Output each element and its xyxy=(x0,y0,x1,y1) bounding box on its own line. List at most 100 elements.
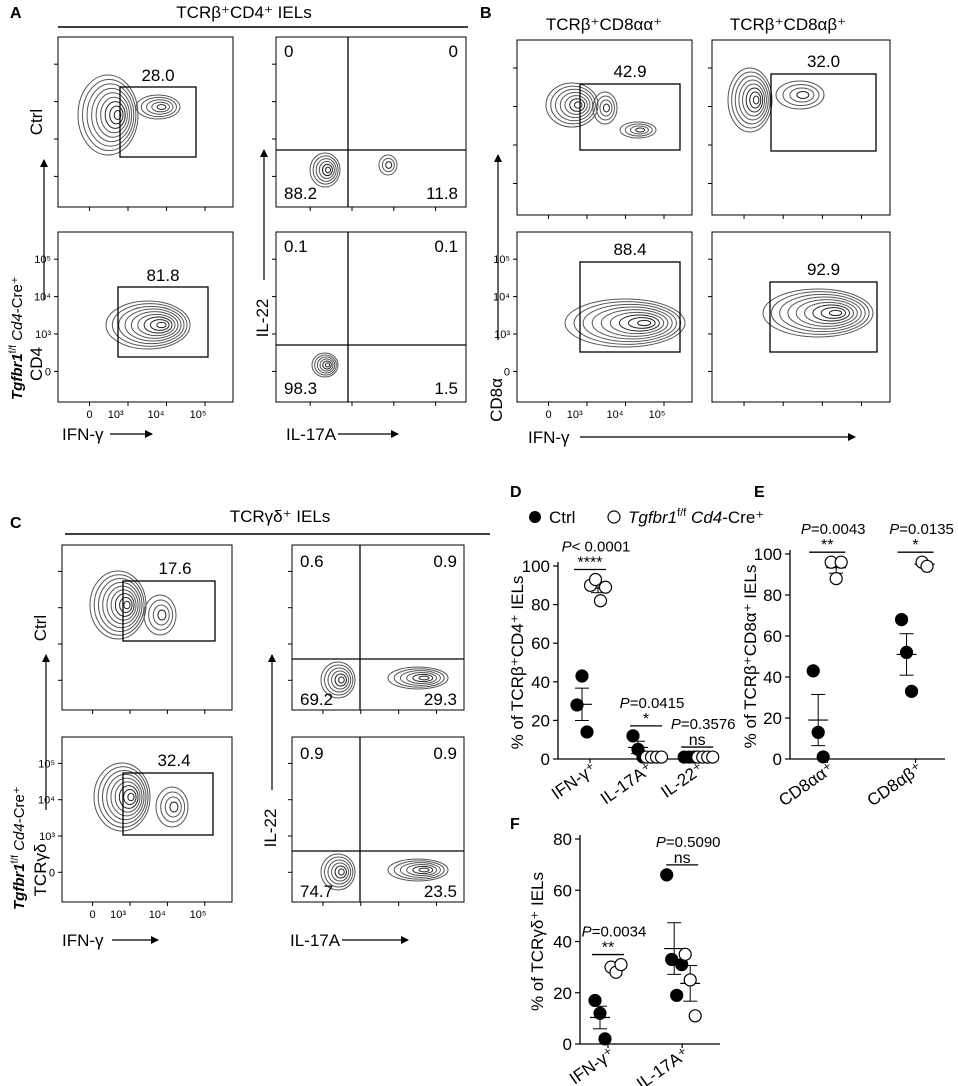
plot-frame xyxy=(711,231,891,403)
panel-d-point-ctrl xyxy=(626,729,640,743)
panel-e-ylabel: % of TCRβ⁺CD8α⁺ IELs xyxy=(741,565,760,749)
contour-line xyxy=(324,664,354,696)
panel-c-x-tick-0: 0 xyxy=(90,909,96,921)
contour-line xyxy=(118,305,185,345)
contour-line xyxy=(327,667,352,693)
panel-c-y-tick-1: 10³ xyxy=(39,831,55,843)
contour-line xyxy=(334,865,347,879)
panel-d-y-tick-label-40: 40 xyxy=(531,673,550,692)
contour-line xyxy=(324,362,331,368)
plot-frame xyxy=(711,39,891,216)
contour-line xyxy=(582,303,677,343)
panel-d-y-tick-label-20: 20 xyxy=(531,711,550,730)
contour-line xyxy=(101,770,147,824)
panel-d-point-ctrl xyxy=(575,669,589,683)
panel-a-gate-value-ko: 81.8 xyxy=(146,266,179,285)
panel-a-quad-contour-ctrl xyxy=(309,152,341,188)
contour-line xyxy=(82,78,137,152)
panel-c-quad-ul-ctrl: 0.6 xyxy=(300,552,324,571)
contour-line xyxy=(320,661,356,699)
panel-c-header: TCRγδ⁺ IELs xyxy=(230,507,331,526)
panel-d-sig-mark-1: * xyxy=(643,711,649,728)
contour-line xyxy=(393,668,445,688)
panel-a-y-tick-2: 10⁴ xyxy=(34,292,51,304)
panel-f-category-0: IFN-γ⁺ xyxy=(566,1044,618,1086)
panel-f-point-ko xyxy=(683,973,697,987)
panel-a-y-tick-1: 10³ xyxy=(35,329,51,341)
panel-c-quad-ll-ctrl: 69.2 xyxy=(300,690,333,709)
panel-e-y-tick-label-60: 60 xyxy=(763,627,782,646)
panel-c-contour-ko-b xyxy=(155,786,189,828)
contour-line xyxy=(564,95,588,115)
contour-line xyxy=(102,581,141,629)
panel-a-y-tick-3: 10⁵ xyxy=(34,254,51,266)
contour-line xyxy=(105,300,191,350)
contour-line xyxy=(319,358,334,372)
contour-line xyxy=(169,801,179,813)
panel-a-x-label-ifng: IFN-γ xyxy=(62,425,104,444)
panel-b-y-tick-1: 10³ xyxy=(494,329,510,341)
panel-c-x-label-il17a: IL-17A xyxy=(290,931,341,950)
panel-d-y-tick-label-80: 80 xyxy=(531,596,550,615)
contour-line xyxy=(795,299,858,327)
contour-line xyxy=(100,96,128,134)
contour-line xyxy=(727,67,773,133)
panel-e-point-ctrl xyxy=(806,664,820,678)
contour-line xyxy=(146,99,174,115)
contour-line xyxy=(385,161,393,169)
contour-line xyxy=(143,594,177,636)
panel-c-quad-ul-ko: 0.9 xyxy=(300,744,324,763)
panel-a-quad-contour-ko xyxy=(311,352,339,378)
panel-e-point-ko xyxy=(834,555,848,569)
panel-d-y-tick-label-0: 0 xyxy=(541,750,550,769)
contour-line xyxy=(104,101,126,129)
panel-d-point-ko xyxy=(706,750,720,764)
contour-line xyxy=(118,785,139,809)
panel-c-x-tick-3: 10⁵ xyxy=(190,909,207,921)
panel-f-ylabel: % of TCRγδ⁺ IELs xyxy=(528,872,547,1011)
contour-line xyxy=(742,83,766,117)
contour-line xyxy=(109,105,124,125)
contour-line xyxy=(91,87,133,143)
panel-c-contour-ctrl-b xyxy=(143,594,177,636)
panel-d-sig-mark-2: ns xyxy=(689,732,706,749)
panel-a-x-tick-3: 10⁵ xyxy=(190,409,207,421)
panel-f-point-ko xyxy=(688,1009,702,1023)
panel-c-quad-ur-ctrl: 0.9 xyxy=(433,552,457,571)
panel-f-y-tick-label-20: 20 xyxy=(553,984,572,1003)
contour-line xyxy=(731,71,771,129)
panel-b-contour-ko-1 xyxy=(762,288,874,338)
panel-d-y-tick-label-100: 100 xyxy=(522,557,550,576)
contour-line xyxy=(93,574,145,636)
plot-frame xyxy=(516,39,693,216)
contour-line xyxy=(155,786,189,828)
contour-line xyxy=(123,600,131,610)
contour-line xyxy=(312,155,339,185)
panel-d-point-ctrl xyxy=(570,698,584,712)
panel-d-category-0: IFN-γ⁺ xyxy=(548,759,600,804)
panel-a-row-ko: Tgfbr1f/f Cd4-Cre⁺ xyxy=(8,276,26,400)
panel-d-category-1: IL-17A⁺ xyxy=(597,759,656,808)
contour-line xyxy=(618,314,660,332)
panel-c-x-tick-2: 10⁴ xyxy=(149,909,166,921)
panel-c-y2-label: IL-22 xyxy=(261,809,280,848)
panel-c-quad-contour-ko xyxy=(320,853,356,891)
contour-line xyxy=(545,82,599,128)
contour-line xyxy=(309,152,341,188)
panel-b-y-tick-0: 0 xyxy=(504,366,510,378)
panel-c-x-tick-1: 10³ xyxy=(110,909,126,921)
contour-line xyxy=(599,99,613,117)
panel-a-quad-contour-ctrl-2 xyxy=(378,154,398,176)
contour-line xyxy=(137,313,176,337)
contour-line xyxy=(412,673,434,683)
panel-b-contour-ko-0 xyxy=(564,298,686,348)
panel-b-y-tick-2: 10⁴ xyxy=(493,292,510,304)
panel-e-y-tick-label-20: 20 xyxy=(763,709,782,728)
contour-line xyxy=(324,856,354,888)
contour-line xyxy=(160,791,186,823)
panel-b-header-0: TCRβ⁺CD8αα⁺ xyxy=(546,15,662,34)
panel-f-category-1: IL-17A⁺ xyxy=(633,1044,692,1086)
panel-e-y-tick-label-80: 80 xyxy=(763,586,782,605)
contour-line xyxy=(804,301,854,325)
contour-line xyxy=(95,92,130,138)
